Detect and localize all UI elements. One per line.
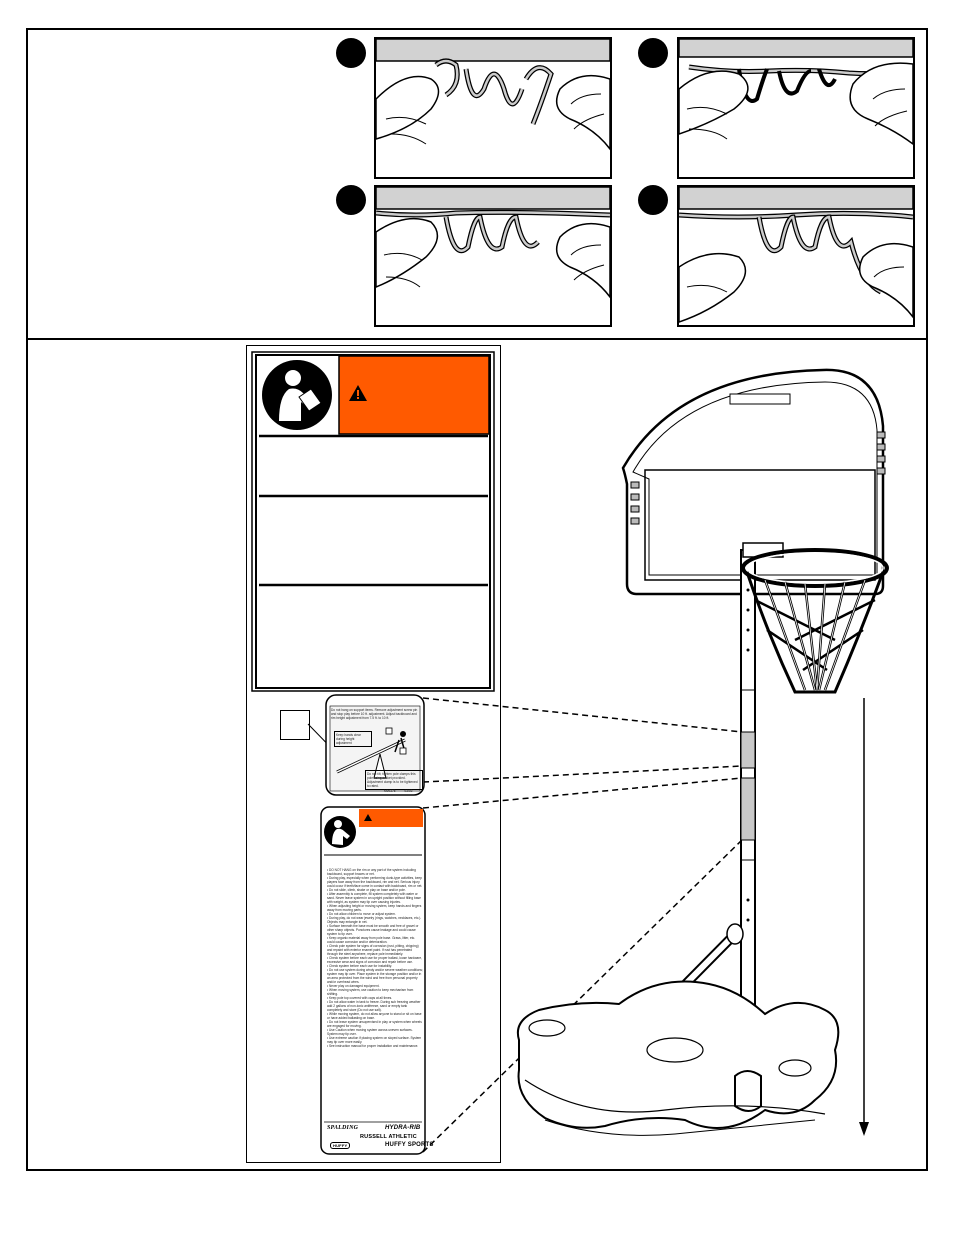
warning-item: • Do not allow water in tank to freeze. … [327, 1000, 421, 1012]
hang-warning-text: Do not hang on support items. Remove adj… [331, 708, 418, 720]
brand-russell: RUSSELL ATHLETIC [360, 1134, 417, 1140]
label-reference-box [280, 710, 310, 740]
warning-item: • During play, do not wear jewelry (ring… [327, 916, 422, 924]
warning-item: • While moving system, do not allow anyo… [327, 1012, 422, 1020]
label-placement-panel [26, 338, 928, 1171]
step-marker-4 [638, 185, 668, 215]
warning-item: • Do not slide, climb, shake or play on … [327, 888, 406, 892]
warning-item: • Use extreme caution if placing system … [327, 1036, 422, 1044]
brand-spalding: SPALDING [327, 1125, 359, 1131]
date-code: 03/03 [404, 789, 413, 793]
step-1-illustration [374, 37, 612, 179]
height-arrow [859, 698, 869, 1136]
large-warning-label [251, 351, 495, 692]
warning-item: • During play, especially when performin… [327, 876, 423, 888]
step-2-illustration [677, 37, 915, 179]
warning-item: • Never play on damaged equipment. [327, 984, 380, 988]
step-marker-2 [638, 38, 668, 68]
step-marker-1 [336, 38, 366, 68]
warning-item: • When moving system, use caution to kee… [327, 988, 414, 996]
warning-item: • When adjusting height or moving system… [327, 904, 422, 912]
rim-and-net [741, 542, 889, 694]
warning-item: • Keep organic material away from pole b… [327, 936, 416, 944]
brand-hydra-rib: HYDRA-RIB [385, 1125, 421, 1131]
warning-item: • DO NOT HANG on the rim or any part of … [327, 868, 416, 876]
part-info: M99375 03/03 [384, 789, 412, 793]
warning-item: • Do not allow children to move or adjus… [327, 912, 396, 916]
warning-item: • After assembly is complete, fill syste… [327, 892, 421, 904]
warning-item: • Do not leave system unsupervised in pl… [327, 1020, 422, 1028]
warning-item: • Check system before each use for insta… [327, 964, 393, 968]
stepper-note-text: Keep hands clear during height adjustmen… [334, 731, 372, 747]
warning-item: • Surface beneath the base must be smoot… [327, 924, 419, 936]
warning-item: • Do not use system during windy and/or … [327, 968, 423, 984]
warning-list: • DO NOT HANG on the rim or any part of … [327, 868, 423, 1048]
warning-item: • See instruction manual for proper inst… [327, 1044, 419, 1048]
small-warning-label [320, 806, 426, 1155]
backboard [621, 368, 886, 596]
part-number: M99375 [384, 789, 396, 793]
warning-triangle-icon [349, 385, 367, 401]
warning-item: • Check system before each use for prope… [327, 956, 423, 964]
basketball-system-illustration [517, 368, 889, 1136]
warning-item: • Keep pole top covered with caps at all… [327, 996, 393, 1000]
step-marker-3 [336, 185, 366, 215]
base [517, 980, 840, 1136]
warning-item: • Use Caution when moving system across … [327, 1028, 413, 1036]
brand-huffy-badge: HUFFY [330, 1142, 351, 1149]
brand-huffy-sports: HUFFY SPORTS [385, 1142, 434, 1148]
step-4-illustration [677, 185, 915, 327]
clamp-note-text: Do not tilt; tighten pole clamps this po… [365, 770, 423, 790]
warning-item: • Check pole system for signs of corrosi… [327, 944, 419, 956]
read-manual-icon [262, 360, 332, 430]
step-3-illustration [374, 185, 612, 327]
